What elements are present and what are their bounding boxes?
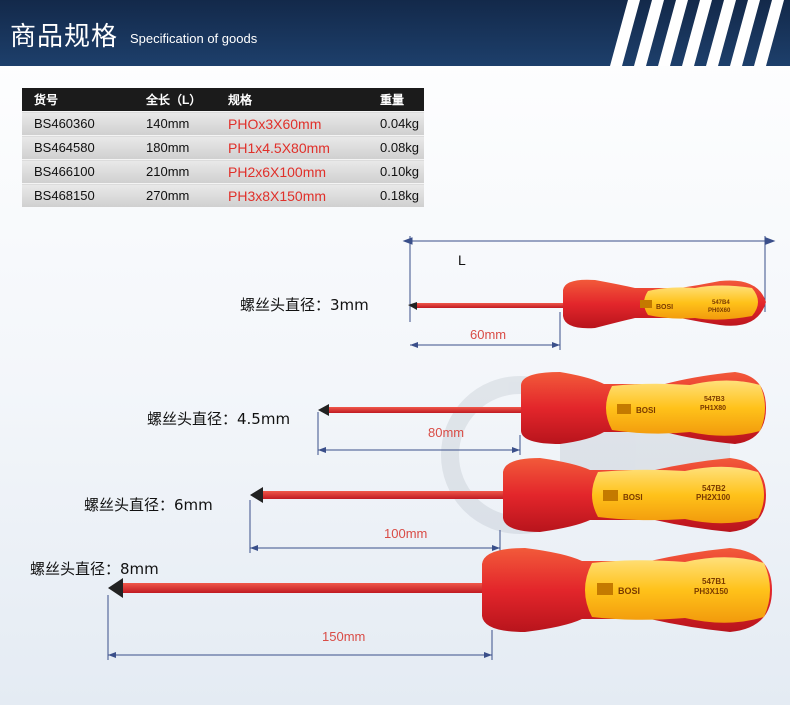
- cell-spec: PHOx3X60mm: [216, 111, 368, 136]
- handle-spec: PH0X60: [708, 308, 731, 314]
- handle-code: 547B1: [702, 577, 726, 586]
- tip-diameter-label: 螺丝头直径：3mm: [240, 296, 369, 314]
- shaft-length-label: 80mm: [428, 425, 465, 440]
- handle-code: 547B2: [702, 484, 726, 493]
- handle-code: 547B4: [712, 300, 730, 306]
- screwdriver-ph3: [107, 548, 772, 660]
- spec-table-header-row: 货号 全长（L） 规格 重量: [22, 88, 424, 112]
- table-row: BS468150 270mm PH3x8X150mm 0.18kg: [22, 183, 424, 207]
- handle-spec: PH2X100: [696, 493, 731, 502]
- length-label: L: [458, 252, 466, 268]
- cell-weight: 0.18kg: [368, 183, 424, 207]
- cell-item-no: BS460360: [22, 111, 134, 136]
- page-subtitle: Specification of goods: [130, 31, 258, 46]
- cell-weight: 0.04kg: [368, 111, 424, 136]
- cell-spec: PH3x8X150mm: [216, 183, 368, 207]
- cell-spec: PH2x6X100mm: [216, 159, 368, 184]
- screwdriver-ph2: [249, 458, 766, 553]
- length-dimension: [402, 236, 776, 322]
- cell-weight: 0.10kg: [368, 159, 424, 184]
- handle-spec: PH3X150: [694, 587, 729, 596]
- cell-length: 210mm: [134, 159, 216, 184]
- handle-code: 547B3: [704, 396, 725, 403]
- col-header-length: 全长（L）: [134, 88, 216, 112]
- cell-length: 180mm: [134, 135, 216, 160]
- handle-brand: BOSI: [618, 586, 640, 596]
- col-header-item-no: 货号: [22, 88, 134, 112]
- table-row: BS466100 210mm PH2x6X100mm 0.10kg: [22, 159, 424, 184]
- tip-diameter-label: 螺丝头直径：6mm: [84, 496, 213, 514]
- cell-item-no: BS464580: [22, 135, 134, 160]
- col-header-spec: 规格: [216, 88, 368, 112]
- table-row: BS464580 180mm PH1x4.5X80mm 0.08kg: [22, 135, 424, 160]
- shaft-length-label: 60mm: [470, 327, 507, 342]
- handle-spec: PH1X80: [700, 405, 726, 412]
- tip-diameter-label: 螺丝头直径：8mm: [30, 560, 159, 578]
- cell-item-no: BS468150: [22, 183, 134, 207]
- screwdriver-ph1: [317, 372, 766, 455]
- spec-table: 货号 全长（L） 规格 重量 BS460360 140mm PHOx3X60mm…: [22, 88, 424, 207]
- cell-length: 270mm: [134, 183, 216, 207]
- handle-brand: BOSI: [636, 406, 656, 415]
- page-title: 商品规格: [10, 22, 119, 52]
- cell-weight: 0.08kg: [368, 135, 424, 160]
- handle-brand: BOSI: [623, 493, 643, 502]
- screwdriver-ph0: [408, 279, 766, 350]
- col-header-weight: 重量: [368, 88, 424, 112]
- header-stripes-decoration: [610, 0, 784, 66]
- cell-length: 140mm: [134, 111, 216, 136]
- cell-item-no: BS466100: [22, 159, 134, 184]
- table-row: BS460360 140mm PHOx3X60mm 0.04kg: [22, 111, 424, 136]
- handle-brand: BOSI: [656, 304, 673, 311]
- shaft-length-label: 100mm: [384, 526, 428, 541]
- cell-spec: PH1x4.5X80mm: [216, 135, 368, 160]
- shaft-length-label: 150mm: [322, 629, 366, 644]
- tip-diameter-label: 螺丝头直径：4.5mm: [147, 410, 291, 428]
- header-banner: 商品规格 Specification of goods: [0, 0, 790, 66]
